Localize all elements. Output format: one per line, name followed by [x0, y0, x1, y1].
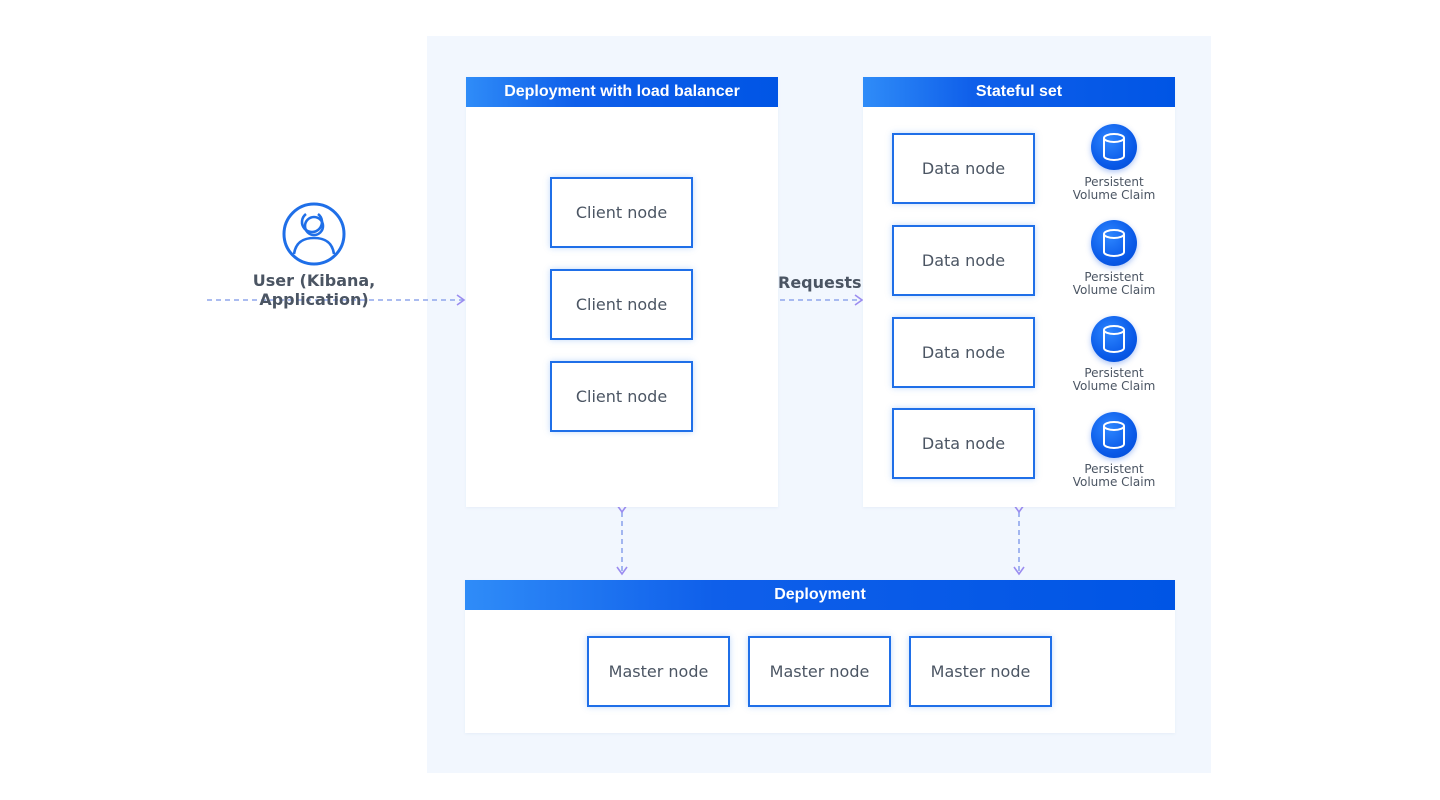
client-node[interactable]: Client node: [550, 269, 693, 340]
stateful-set-title: Stateful set: [863, 77, 1175, 107]
data-node[interactable]: Data node: [892, 317, 1035, 388]
database-icon: [1091, 316, 1137, 362]
data-node[interactable]: Data node: [892, 133, 1035, 204]
master-deployment-group: Deployment Master node Master node Maste…: [465, 580, 1175, 733]
client-node[interactable]: Client node: [550, 361, 693, 432]
master-node[interactable]: Master node: [748, 636, 891, 707]
client-node[interactable]: Client node: [550, 177, 693, 248]
database-icon: [1091, 412, 1137, 458]
master-node[interactable]: Master node: [587, 636, 730, 707]
data-node[interactable]: Data node: [892, 408, 1035, 479]
client-deployment-group: Deployment with load balancer Client nod…: [466, 77, 778, 507]
master-deployment-title: Deployment: [465, 580, 1175, 610]
master-node[interactable]: Master node: [909, 636, 1052, 707]
requests-label: Requests: [778, 273, 862, 292]
user-label: User (Kibana, Application): [252, 271, 376, 309]
database-icon: [1091, 124, 1137, 170]
data-node[interactable]: Data node: [892, 225, 1035, 296]
database-icon: [1091, 220, 1137, 266]
stateful-set-group: Stateful set Data node Data node Data no…: [863, 77, 1175, 507]
user-icon: [282, 202, 346, 266]
client-deployment-title: Deployment with load balancer: [466, 77, 778, 107]
